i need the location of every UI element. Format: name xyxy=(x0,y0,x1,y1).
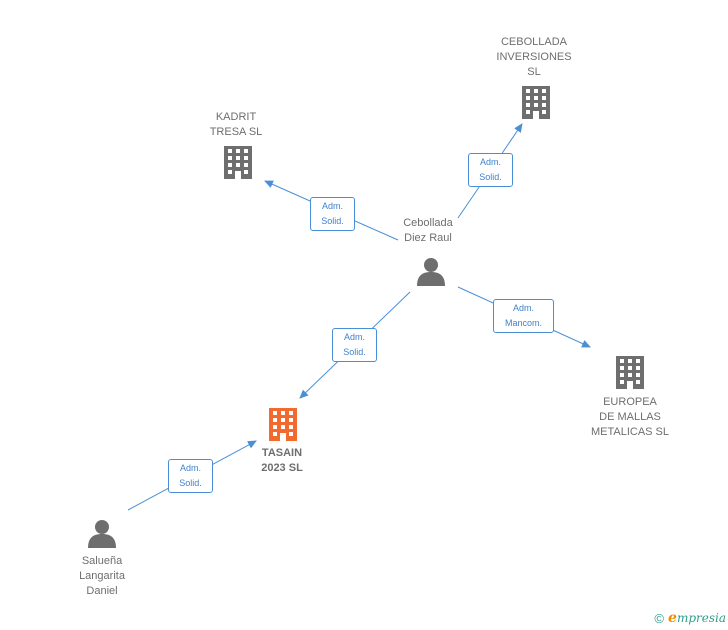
node-label-saluena-langarita[interactable]: Salueña Langarita Daniel xyxy=(79,555,125,597)
person-icon xyxy=(417,258,445,286)
brand-logo[interactable]: empresia xyxy=(668,610,726,626)
relation-badge-tasain-daniel: Adm. Solid. xyxy=(168,459,213,493)
relation-badge-tasain-raul: Adm. Solid. xyxy=(332,328,377,362)
copyright-icon: © xyxy=(654,610,665,626)
building-icon-focus xyxy=(269,408,297,441)
person-icon xyxy=(88,520,116,548)
node-label-kadrit-tresa[interactable]: KADRIT TRESA SL xyxy=(209,111,263,138)
building-icon xyxy=(224,146,252,179)
node-label-cebollada-diez-raul[interactable]: Cebollada Diez Raul xyxy=(403,217,453,244)
relation-badge-kadrit: Adm. Solid. xyxy=(310,197,355,231)
building-icon xyxy=(522,86,550,119)
node-label-tasain-2023[interactable]: TASAIN 2023 SL xyxy=(261,447,303,474)
node-label-cebollada-inversiones[interactable]: CEBOLLADA INVERSIONES SL xyxy=(496,36,572,78)
footer-brand: © empresia xyxy=(654,610,726,626)
relation-badge-inversiones: Adm. Solid. xyxy=(468,153,513,187)
node-label-europea-mallas[interactable]: EUROPEA DE MALLAS METALICAS SL xyxy=(590,396,670,438)
relation-badge-europea: Adm. Mancom. xyxy=(493,299,554,333)
building-icon xyxy=(616,356,644,389)
